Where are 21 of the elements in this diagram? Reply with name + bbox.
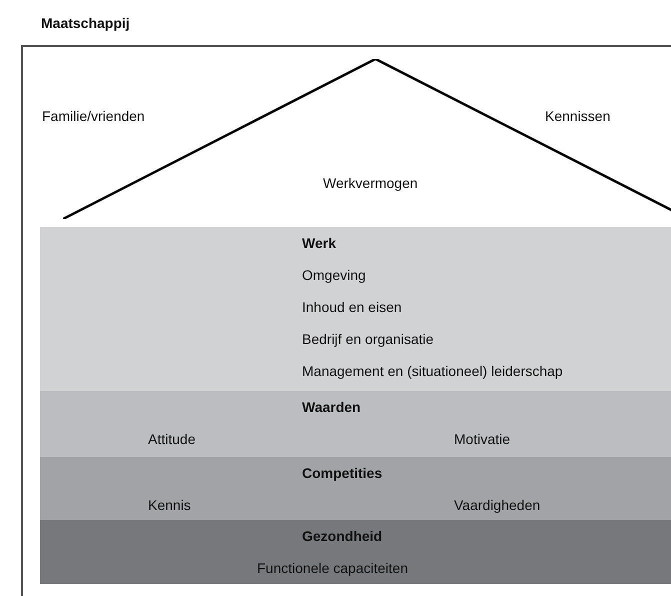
floor-heading: Gezondheid xyxy=(302,528,382,544)
floor-item: Inhoud en eisen xyxy=(302,299,402,315)
floor-item: Kennis xyxy=(148,497,191,513)
floor-band xyxy=(40,391,671,457)
roof-label: Werkvermogen xyxy=(323,175,418,191)
relation-label: Familie/vrienden xyxy=(42,108,145,124)
floor-band xyxy=(40,520,671,584)
floor-item: Management en (situationeel) leiderschap xyxy=(302,363,563,379)
floor-item: Bedrijf en organisatie xyxy=(302,331,434,347)
floor-item: Functionele capaciteiten xyxy=(257,560,408,576)
floor-band xyxy=(40,227,671,391)
floor-heading: Waarden xyxy=(302,399,361,415)
relation-label: Kennissen xyxy=(545,108,610,124)
floor-heading: Werk xyxy=(302,235,336,251)
heading: Maatschappij xyxy=(41,15,130,31)
floor-band xyxy=(40,457,671,520)
floor-item: Omgeving xyxy=(302,267,366,283)
floor-item: Attitude xyxy=(148,431,196,447)
floor-item: Motivatie xyxy=(454,431,510,447)
floor-item: Vaardigheden xyxy=(454,497,540,513)
floor-heading: Competities xyxy=(302,465,382,481)
